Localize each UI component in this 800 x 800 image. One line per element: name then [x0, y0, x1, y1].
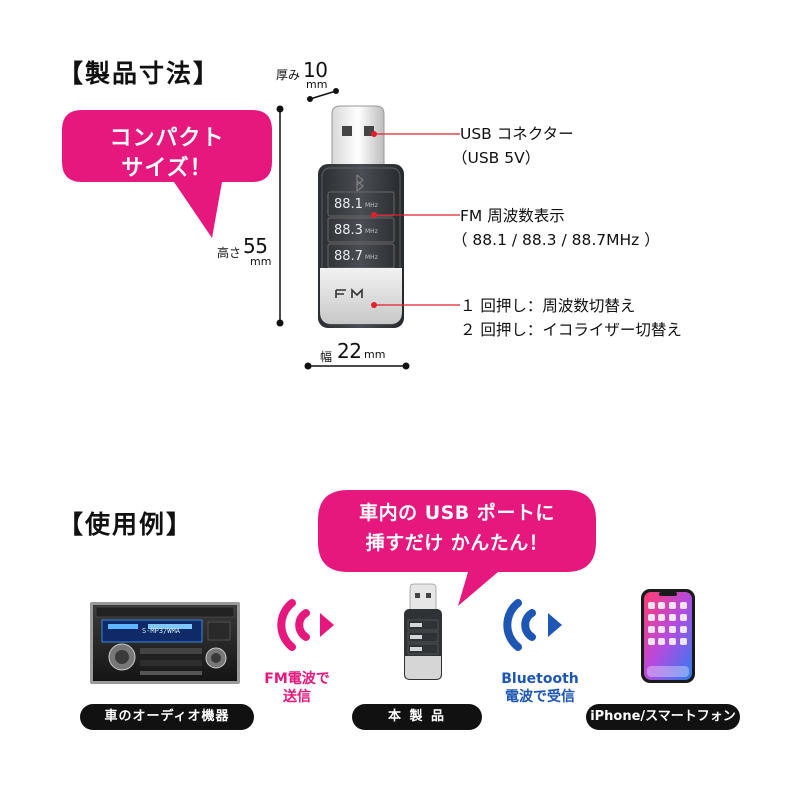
thickness-value: 10 [303, 58, 328, 82]
callout-button-line2: ２ 回押し：イコライザー切替え [460, 321, 682, 339]
thickness-label: 厚み [276, 68, 301, 82]
height-dimension-line [276, 105, 284, 327]
width-unit: mm [364, 348, 386, 361]
usb-bubble-line1: 車内の USB ポートに [359, 502, 555, 524]
callout-usb-line1: USB コネクター [460, 125, 574, 143]
compact-bubble-line1: コンパクト [109, 126, 225, 151]
stereo-display-text: S-MP3/WMA [142, 627, 180, 635]
width-dimension-line [304, 362, 410, 370]
usb-port-bubble [318, 490, 596, 606]
callout-usb-line2: （USB 5V） [452, 149, 541, 167]
lcd-mhz-1: MHz [365, 202, 378, 209]
width-value: 22 [337, 339, 362, 363]
callout-fm-line2: （ 88.1 / 88.3 / 88.7MHz ） [452, 231, 660, 249]
lcd-freq-2: 88.3 [334, 223, 363, 238]
lcd-freq-1: 88.1 [334, 197, 363, 212]
lcd-mhz-2: MHz [365, 228, 378, 235]
lcd-mhz-3: MHz [365, 254, 378, 261]
fm-transmitter-device [318, 105, 404, 328]
height-value: 55 [243, 234, 268, 258]
height-unit: mm [250, 255, 272, 268]
height-label: 高さ [217, 246, 242, 260]
fm-label-line2: 送信 [283, 689, 311, 705]
callout-button-line1: １ 回押し：周波数切替え [460, 297, 636, 315]
usage-section-title: 【使用例】 [58, 510, 194, 539]
pill-car-audio: 車のオーディオ機器 [80, 704, 254, 730]
bluetooth-wave-icon [503, 599, 562, 651]
thickness-dimension-line [307, 88, 339, 102]
smartphone-image [641, 589, 695, 683]
bt-label-line1: Bluetooth [501, 671, 579, 687]
fm-wave-icon [277, 599, 334, 651]
pill-product: 本 製 品 [352, 704, 482, 730]
compact-size-bubble [62, 110, 272, 238]
width-label: 幅 [320, 350, 333, 364]
compact-bubble-line2: サイズ！ [121, 156, 213, 181]
pill-smartphone: iPhone/スマートフォン [586, 704, 740, 730]
product-small-image [404, 583, 442, 680]
dimensions-section-title: 【製品寸法】 [58, 59, 221, 88]
bt-label-line2: 電波で受信 [505, 689, 575, 705]
usb-bubble-line2: 挿すだけ かんたん！ [365, 532, 549, 554]
fm-label-line1: FM電波で [264, 671, 330, 687]
car-stereo-image [90, 602, 240, 684]
callout-fm-line1: FM 周波数表示 [460, 207, 565, 225]
lcd-freq-3: 88.7 [334, 249, 363, 264]
thickness-unit: mm [306, 78, 328, 91]
callout-lines [371, 131, 460, 308]
